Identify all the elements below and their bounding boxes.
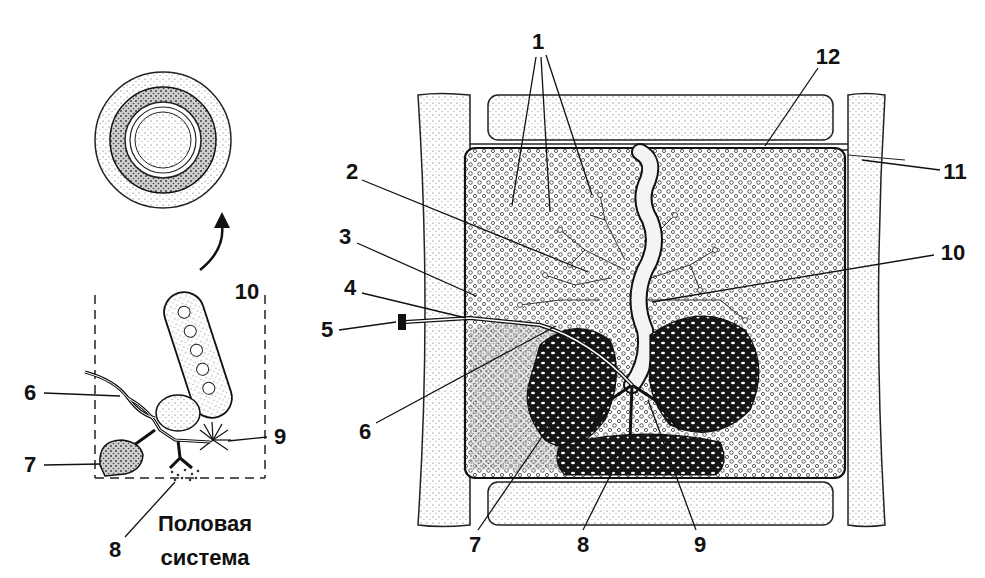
callout-number: 2 xyxy=(346,159,358,185)
callout-number: 11 xyxy=(943,159,966,185)
callout-number: 3 xyxy=(339,224,351,250)
callout-number: 7 xyxy=(469,532,481,558)
callout-number: 8 xyxy=(109,537,121,563)
callout-number: 8 xyxy=(577,532,589,558)
callout-number: 5 xyxy=(321,317,333,343)
callout-number: 9 xyxy=(694,532,706,558)
system-label: Половая система xyxy=(145,507,265,575)
callout-number: 10 xyxy=(941,240,965,266)
callout-number: 4 xyxy=(344,275,356,301)
callout-number: 10 xyxy=(235,279,259,305)
callout-number: 9 xyxy=(274,424,286,450)
callout-number: 6 xyxy=(359,419,371,445)
callout-number: 6 xyxy=(24,380,36,406)
callout-number: 7 xyxy=(24,452,36,478)
callout-number: 12 xyxy=(816,44,840,70)
callout-number: 1 xyxy=(532,29,544,55)
